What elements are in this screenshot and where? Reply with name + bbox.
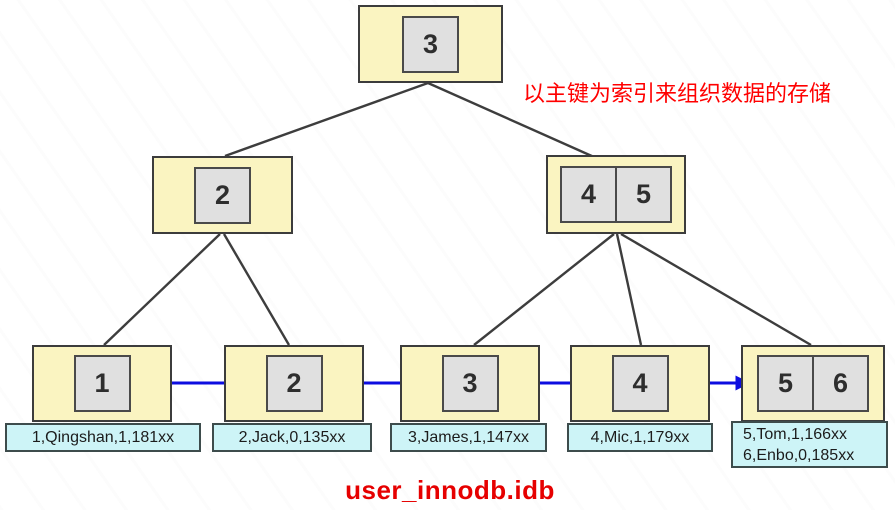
btree-root-node: 3: [358, 5, 503, 83]
leaf-node-2: 2: [224, 345, 364, 422]
internal-node-right: 4 5: [546, 155, 686, 234]
tree-edge: [615, 233, 643, 346]
key-cell: 5: [757, 355, 814, 412]
tree-edge: [103, 233, 221, 346]
record-box-2: 2,Jack,0,135xx: [212, 423, 372, 452]
tree-edge: [222, 233, 291, 346]
key-cell: 5: [615, 166, 672, 223]
file-title: user_innodb.idb: [345, 475, 555, 505]
record-text: 3,James,1,147xx: [408, 429, 529, 446]
record-text: 1,Qingshan,1,181xx: [31, 429, 175, 446]
tree-edge: [620, 232, 812, 347]
key-cell: 3: [441, 355, 499, 412]
leaf-node-4: 4: [570, 345, 710, 422]
leaf-node-3: 3: [400, 345, 540, 422]
record-text: 5,Tom,1,166xx: [743, 425, 848, 443]
leaf-node-5: 5 6: [741, 345, 885, 422]
internal-node-left: 2: [152, 156, 293, 234]
key-cell: 1: [73, 355, 131, 412]
key-cell: 2: [194, 166, 251, 224]
tree-edge: [473, 233, 615, 346]
key-cell: 4: [560, 166, 617, 223]
key-cell: 3: [402, 15, 459, 73]
record-text: 2,Jack,0,135xx: [238, 429, 346, 446]
leaf-node-1: 1: [32, 345, 172, 422]
key-cell: 4: [611, 355, 669, 412]
record-box-5: 5,Tom,1,166xx 6,Enbo,0,185xx: [731, 421, 888, 468]
record-box-3: 3,James,1,147xx: [390, 423, 547, 452]
key-cell: 2: [265, 355, 323, 412]
annotation-text: 以主键为索引来组织数据的存储: [523, 81, 832, 106]
key-cell: 6: [812, 355, 869, 412]
record-text: 4,Mic,1,179xx: [590, 429, 690, 446]
record-text: 6,Enbo,0,185xx: [743, 446, 855, 464]
tree-edge: [224, 81, 429, 158]
record-box-1: 1,Qingshan,1,181xx: [5, 423, 201, 452]
record-box-4: 4,Mic,1,179xx: [567, 423, 713, 452]
